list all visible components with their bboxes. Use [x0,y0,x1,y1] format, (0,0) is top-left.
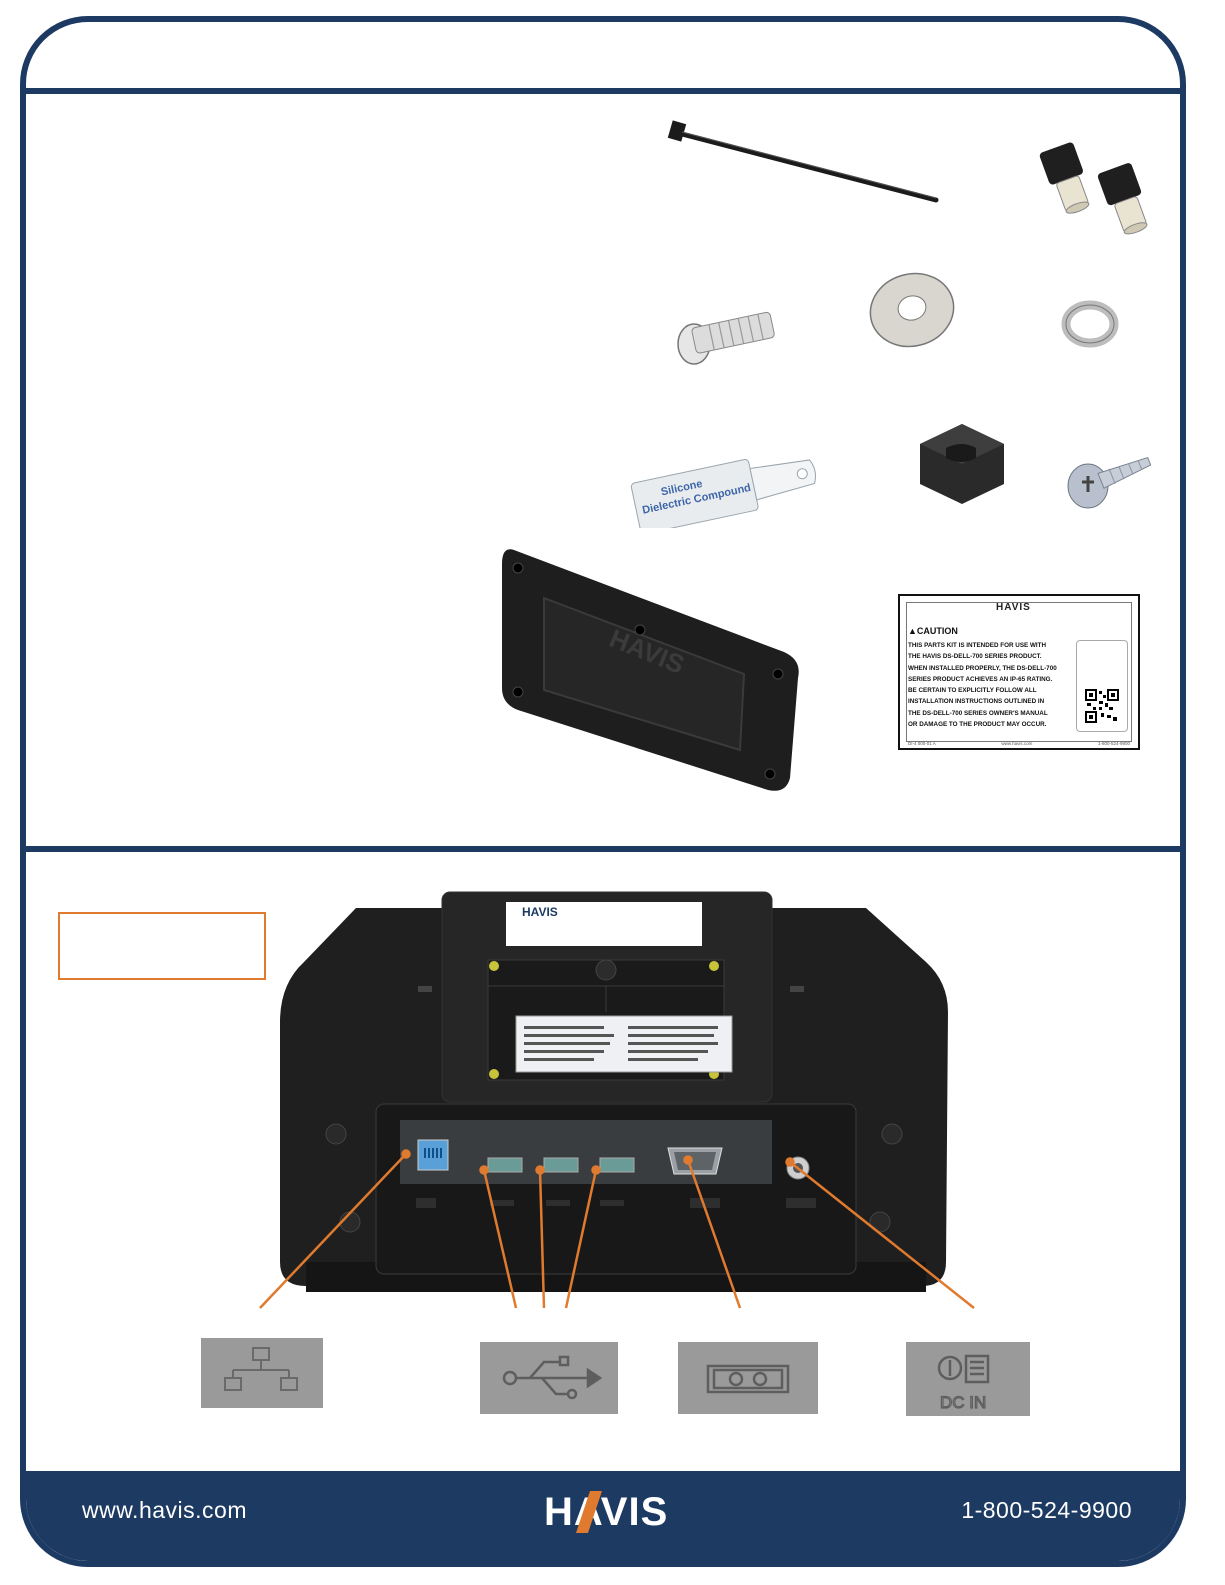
flat-washer-icon [869,272,955,348]
footer-phone: 1-800-524-9900 [961,1497,1132,1523]
caution-line: OR DAMAGE TO THE PRODUCT MAY OCCUR. [908,721,1047,729]
caution-footer-right: 1-800-524-9900 [1097,741,1130,746]
serial-port-icon [678,1342,818,1414]
lock-washer-icon [1061,300,1119,348]
caution-label-footer: DI-4 000-01 A www.havis.com 1-800-524-99… [908,741,1130,746]
caution-footer-url: www.havis.com [1001,741,1033,746]
footer-url[interactable]: www.havis.com [82,1497,247,1523]
caution-text: THIS PARTS KIT IS INTENDED FOR USE WITH … [908,640,1064,730]
footer-bar: www.havis.com HAVIS 1-800-524-9900 [26,1471,1180,1561]
callout-box [58,912,266,980]
caution-heading: ▲CAUTION [908,626,958,636]
caution-label-logo: HAVIS [996,602,1031,613]
caution-line: THE HAVIS DS-DELL-700 SERIES PRODUCT. [908,653,1042,661]
havis-logo-text: HAVIS [544,1490,668,1534]
caution-line: WHEN INSTALLED PROPERLY, THE DS-DELL-700 [908,664,1057,672]
caution-line: BE CERTAIN TO EXPLICITLY FOLLOW ALL [908,687,1037,695]
cable-tie-icon [667,120,939,203]
qr-code-box [1076,640,1128,732]
header-divider [26,88,1180,94]
dock-label-logo: HAVIS [522,905,558,919]
caution-footer-left: DI-4 000-01 A [908,741,936,746]
dc-in-port-icon: DC IN [906,1342,1030,1416]
bolt-icon [677,311,775,365]
caution-line: INSTALLATION INSTRUCTIONS OUTLINED IN [908,698,1045,706]
dc-in-text: DC IN [940,1393,986,1412]
section-divider [26,846,1180,852]
ethernet-port-icon [201,1338,323,1408]
cover-plate-icon: HAVIS [502,549,799,791]
caution-line: SERIES PRODUCT ACHIEVES AN IP-65 RATING. [908,675,1053,683]
page-frame: Silicone Dielectric Compound HAVIS HAVIS [20,16,1186,1567]
rubber-block-icon [920,424,1004,504]
dock-rear-image: HAVIS [280,891,948,1292]
logo-slash-icon [576,1491,602,1533]
caution-line: THE DS-DELL-700 SERIES OWNER'S MANUAL [908,709,1048,717]
keys-icon [1039,142,1148,235]
caution-line: THIS PARTS KIT IS INTENDED FOR USE WITH [908,642,1047,649]
screw-icon [1067,456,1152,509]
caution-label-border [906,602,1132,742]
silicone-packet-icon: Silicone Dielectric Compound [630,458,817,528]
qr-code-icon [1085,689,1119,723]
usb-port-icon [480,1342,618,1414]
havis-logo: HAVIS [544,1490,668,1534]
caution-label: HAVIS ▲CAUTION THIS PARTS KIT IS INTENDE… [898,594,1140,750]
